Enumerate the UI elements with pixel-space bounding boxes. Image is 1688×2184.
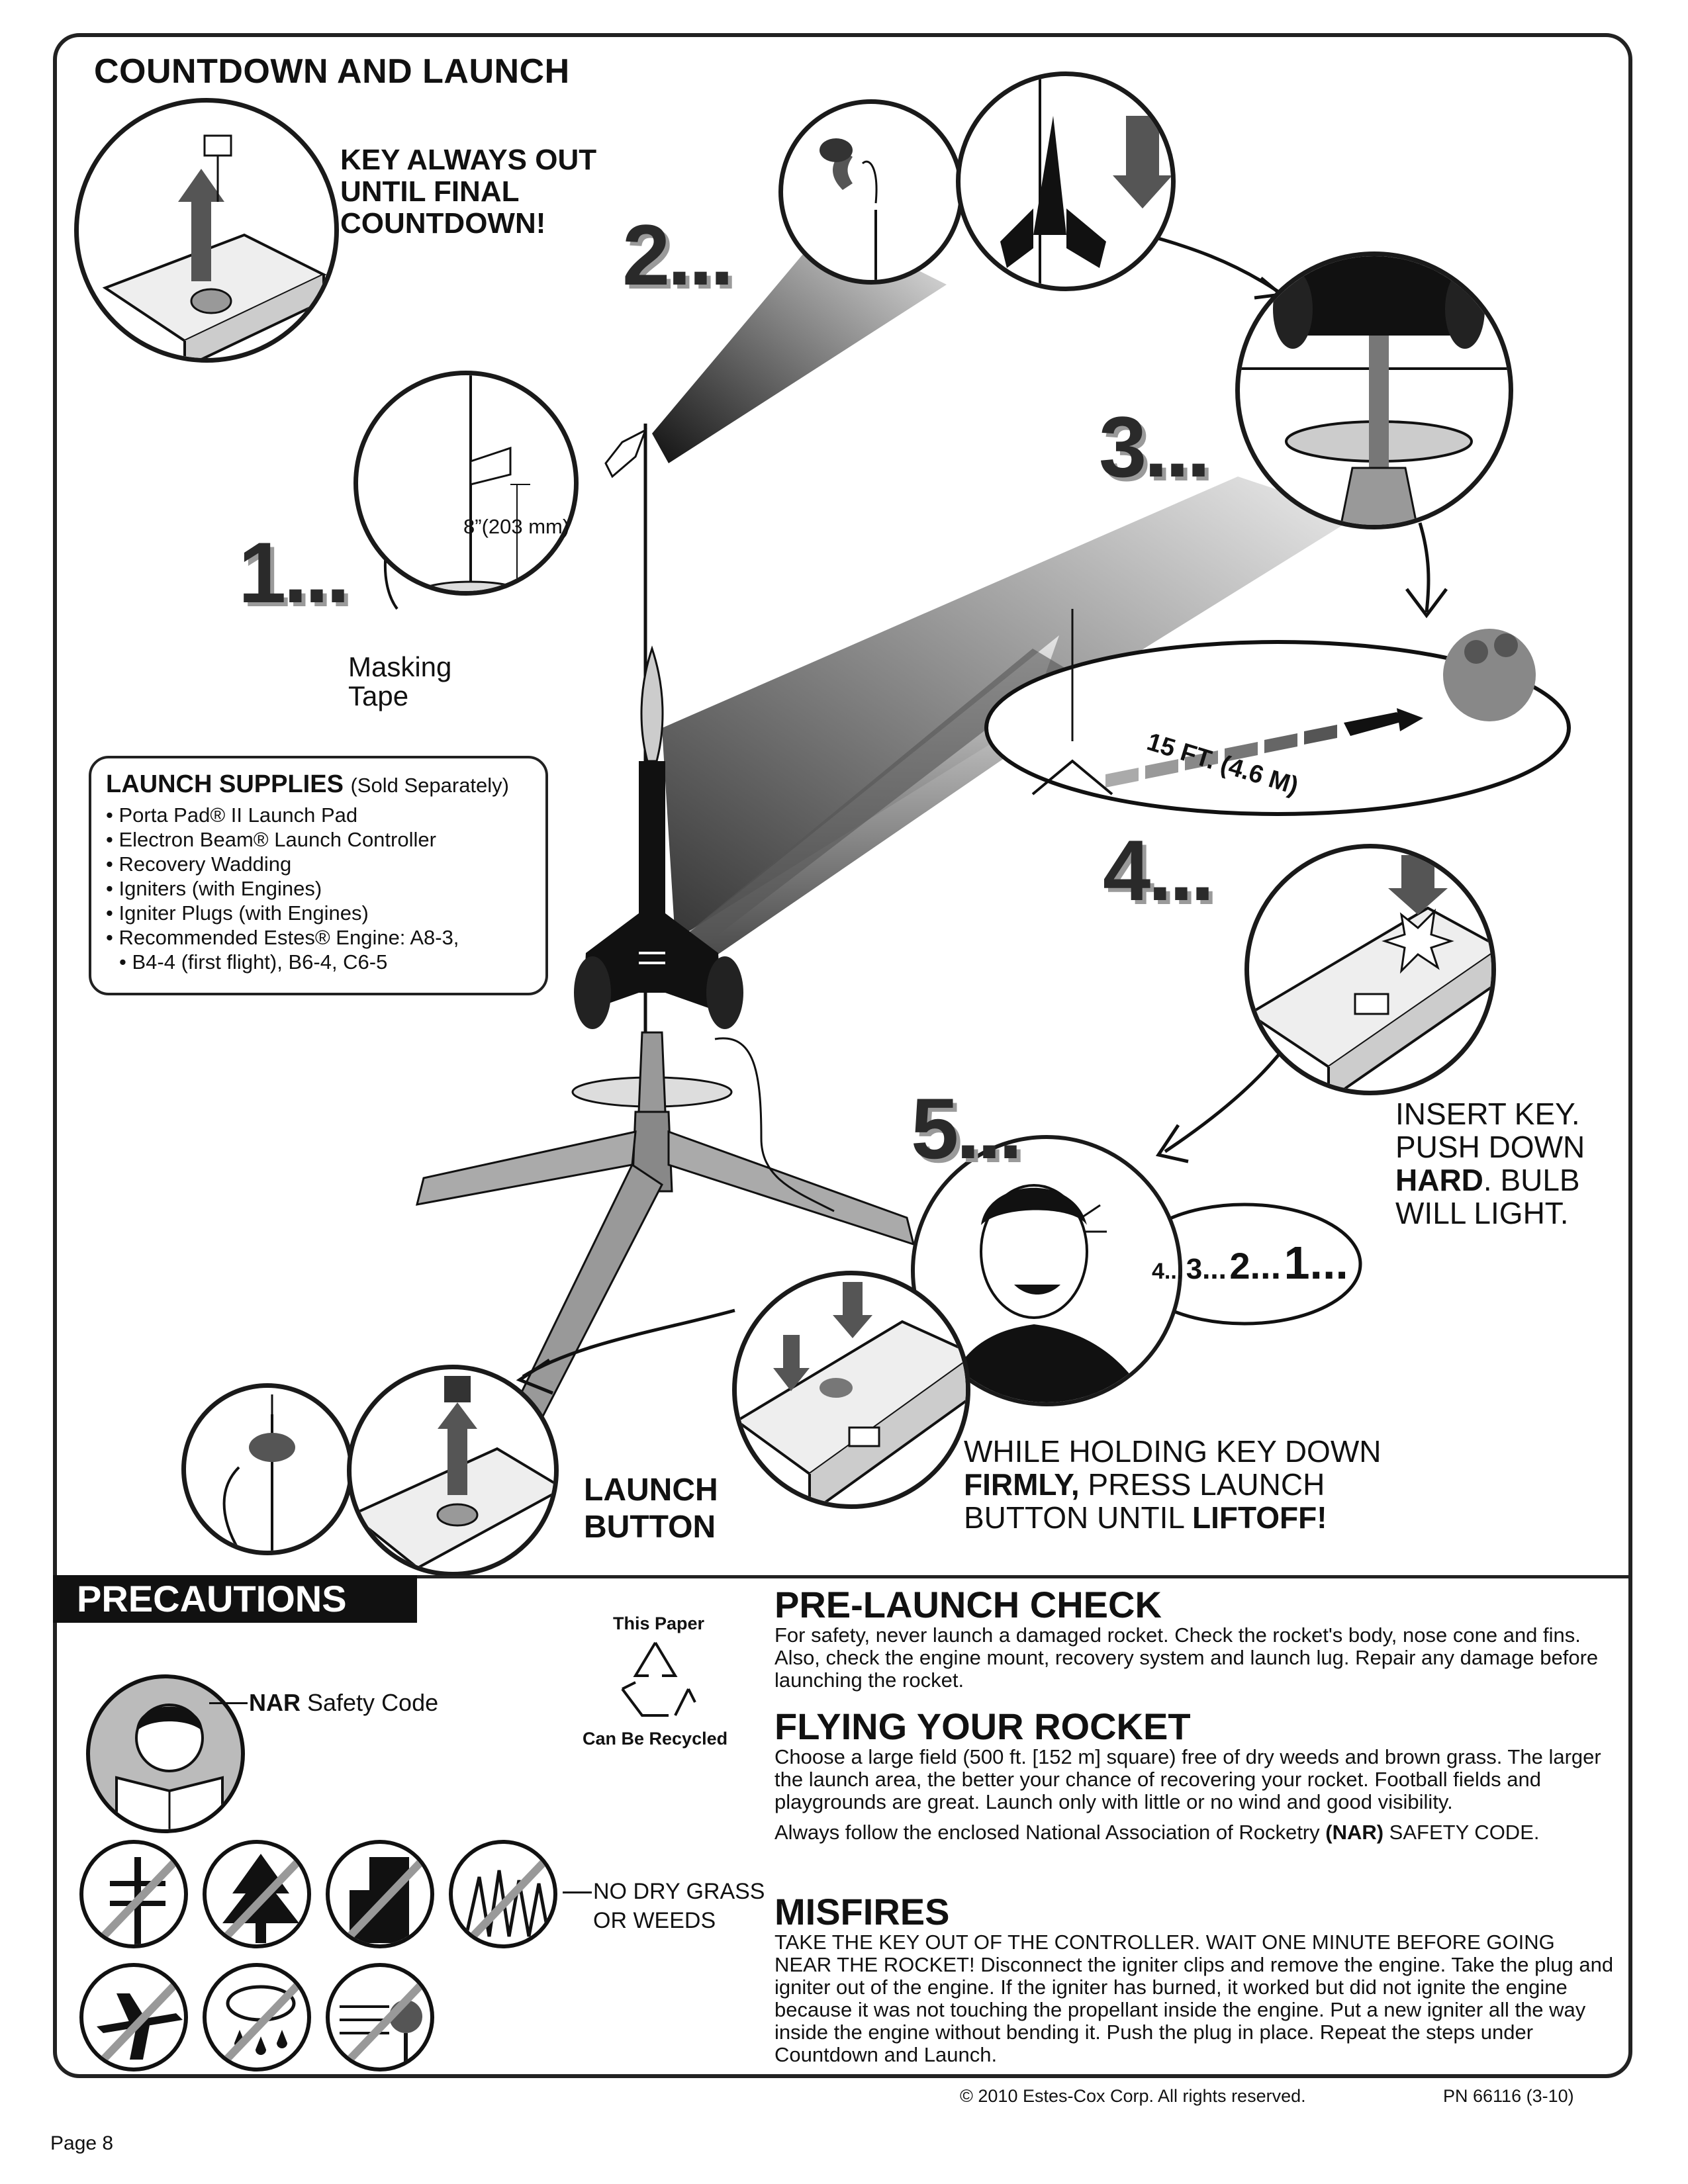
launch-button-line1: LAUNCH — [584, 1473, 718, 1508]
insert-key-hard: HARD — [1395, 1163, 1483, 1197]
no-dry-grass-icon — [449, 1840, 557, 1948]
arrow-4-to-5 — [1164, 1038, 1293, 1154]
circle-plug — [181, 1383, 353, 1555]
circle-key-removed — [347, 1365, 559, 1576]
page-frame — [53, 33, 1632, 2078]
supplies-title: LAUNCH SUPPLIES (Sold Separately) — [106, 770, 531, 799]
beam-upper — [655, 649, 1066, 973]
copyright: © 2010 Estes-Cox Corp. All rights reserv… — [960, 2086, 1306, 2106]
holding-liftoff: LIFTOFF! — [1192, 1500, 1327, 1535]
prelaunch-section: PRE-LAUNCH CHECK For safety, never launc… — [774, 1586, 1615, 1692]
nar-rest: Safety Code — [301, 1689, 439, 1716]
launch-button-label: LAUNCH BUTTON — [584, 1472, 718, 1546]
flying-title: FLYING YOUR ROCKET — [774, 1706, 1191, 1747]
circle-launch-controller — [732, 1271, 970, 1509]
no-dry-line1: NO DRY GRASS — [593, 1879, 765, 1904]
recycle-top-text: This Paper — [613, 1614, 705, 1633]
step-1-label: 1... — [238, 524, 350, 621]
countdown-3: 3... — [1186, 1253, 1227, 1285]
prelaunch-text: For safety, never launch a damaged rocke… — [774, 1623, 1599, 1692]
countdown-1: 1... — [1284, 1237, 1348, 1289]
nar-reader-icon — [86, 1674, 245, 1833]
insert-key-line1: INSERT KEY. — [1395, 1097, 1580, 1131]
holding-instructions: WHILE HOLDING KEY DOWN FIRMLY, PRESS LAU… — [964, 1435, 1381, 1534]
no-rain-icon — [203, 1963, 311, 2071]
list-item: B4-4 (first flight), B6-4, C6-5 — [106, 950, 531, 974]
nar-leader-line — [209, 1702, 248, 1704]
circle-step3-igniter-clips — [1235, 251, 1513, 529]
no-power-lines-icon — [79, 1840, 188, 1948]
prelaunch-title: PRE-LAUNCH CHECK — [774, 1584, 1162, 1625]
masking-tape-flag — [604, 428, 647, 478]
holding-firmly: FIRMLY, — [964, 1467, 1080, 1502]
list-item: Recovery Wadding — [106, 852, 531, 876]
step-4-label: 4... — [1103, 822, 1215, 919]
list-item: Igniters (with Engines) — [106, 876, 531, 901]
no-buildings-icon — [326, 1840, 434, 1948]
misfires-section: MISFIRES TAKE THE KEY OUT OF THE CONTROL… — [774, 1893, 1615, 2066]
section-title-countdown: COUNTDOWN AND LAUNCH — [94, 52, 570, 91]
misfires-text: TAKE THE KEY OUT OF THE CONTROLLER. WAIT… — [774, 1931, 1614, 2066]
no-wind-icon — [326, 1963, 434, 2071]
always-follow: Always follow the enclosed National Asso… — [774, 1821, 1615, 1844]
section-divider — [53, 1575, 1632, 1578]
always-c: SAFETY CODE. — [1383, 1821, 1540, 1844]
circle-step2-nosecone — [778, 99, 964, 285]
list-item-cont: B4-4 (first flight), B6-4, C6-5 — [132, 950, 388, 974]
key-warning: KEY ALWAYS OUT UNTIL FINAL COUNTDOWN! — [340, 144, 597, 240]
part-number: PN 66116 (3-10) — [1443, 2086, 1574, 2106]
list-item: Porta Pad® II Launch Pad — [106, 803, 531, 827]
launch-supplies-box: LAUNCH SUPPLIES (Sold Separately) Porta … — [89, 756, 548, 995]
distance-arrow — [1105, 708, 1423, 788]
launch-button-line2: BUTTON — [584, 1510, 716, 1545]
circle-step4-controller — [1244, 844, 1496, 1095]
step-3-label: 3... — [1099, 398, 1211, 495]
insert-key-line2: PUSH DOWN — [1395, 1130, 1585, 1164]
circle-step1-detail — [353, 371, 579, 596]
recycle-bottom-text: Can Be Recycled — [583, 1729, 728, 1749]
no-dry-grass-label: NO DRY GRASS OR WEEDS — [593, 1877, 765, 1935]
list-item: Recommended Estes® Engine: A8-3, — [106, 925, 531, 950]
nar-safety-label: NAR Safety Code — [249, 1689, 438, 1717]
list-item: Igniter Plugs (with Engines) — [106, 901, 531, 925]
step-2-label: 2... — [622, 206, 734, 303]
recycle-icon — [621, 1641, 696, 1717]
page-number: Page 8 — [50, 2132, 114, 2154]
holding-until: BUTTON UNTIL — [964, 1500, 1193, 1535]
holding-line1: WHILE HOLDING KEY DOWN — [964, 1434, 1382, 1469]
always-a: Always follow the enclosed National Asso… — [774, 1821, 1326, 1844]
launch-illustration — [383, 225, 1571, 1418]
supplies-title-text: LAUNCH SUPPLIES — [106, 770, 344, 798]
launch-pad — [415, 1031, 915, 1418]
flying-section: FLYING YOUR ROCKET Choose a large field … — [774, 1707, 1615, 1844]
measure-label: 8”(203 mm) — [463, 515, 570, 538]
arrow-3-to-4 — [1418, 522, 1430, 613]
circle-step2-rocket-on-rod — [956, 71, 1176, 291]
flying-text: Choose a large field (500 ft. [152 m] sq… — [774, 1745, 1601, 1813]
supplies-list: Porta Pad® II Launch Pad Electron Beam® … — [106, 803, 531, 974]
nar-bold: NAR — [249, 1689, 301, 1716]
countdown-4: 4... — [1152, 1259, 1184, 1284]
insert-key-instructions: INSERT KEY. PUSH DOWN HARD. BULB WILL LI… — [1395, 1097, 1585, 1230]
beam-step2 — [652, 225, 947, 463]
no-dry-line2: OR WEEDS — [593, 1908, 716, 1933]
step-5-label: 5... — [911, 1080, 1023, 1177]
always-b: (NAR) — [1325, 1821, 1384, 1844]
no-trees-icon — [203, 1840, 311, 1948]
list-item: Electron Beam® Launch Controller — [106, 827, 531, 852]
holding-press: PRESS LAUNCH — [1079, 1467, 1325, 1502]
circle-key-out — [74, 98, 339, 363]
insert-key-bulb: . BULB — [1483, 1163, 1580, 1197]
supplies-note: (Sold Separately) — [350, 774, 509, 797]
insert-key-line4: WILL LIGHT. — [1395, 1196, 1569, 1230]
countdown-2: 2... — [1229, 1245, 1282, 1287]
rocket — [574, 645, 743, 1029]
countdown-bubble-text: 4... 3... 2... 1... — [1152, 1236, 1348, 1289]
no-aircraft-icon — [79, 1963, 188, 2071]
no-dry-leader-line — [563, 1891, 592, 1893]
precautions-header: PRECAUTIONS — [53, 1575, 417, 1623]
misfires-title: MISFIRES — [774, 1891, 950, 1933]
masking-tape-label: Masking Tape — [348, 651, 452, 711]
people-photo — [1443, 629, 1536, 721]
